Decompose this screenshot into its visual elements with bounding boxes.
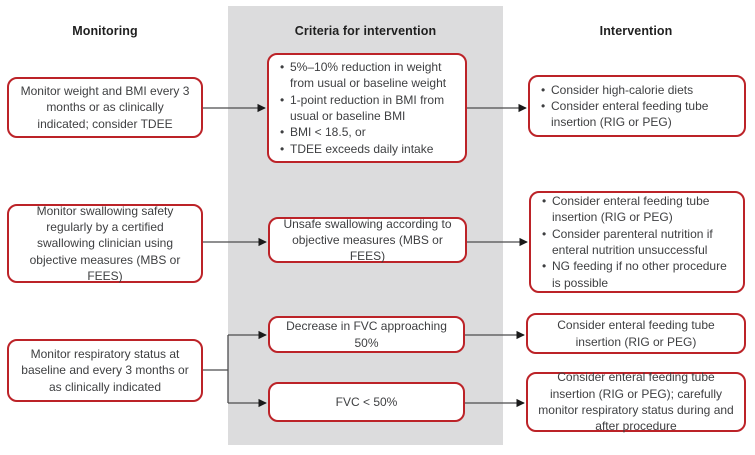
box-criteria-swallowing: Unsafe swallowing according to objective…	[268, 217, 467, 263]
box-text: Unsafe swallowing according to objective…	[283, 216, 452, 264]
box-criteria-fvc-below: FVC < 50%	[268, 382, 465, 422]
column-header-intervention: Intervention	[599, 24, 673, 38]
bullet-list: 5%–10% reduction in weight from usual or…	[277, 59, 457, 157]
box-intervention-fvc-below: Consider enteral feeding tube insertion …	[526, 370, 746, 434]
column-header-criteria: Criteria for intervention	[294, 24, 437, 38]
bullet-item: 5%–10% reduction in weight from usual or…	[277, 59, 457, 92]
box-criteria-nutrition: 5%–10% reduction in weight from usual or…	[267, 53, 467, 163]
box-text: FVC < 50%	[335, 394, 398, 409]
bullet-item: NG feeding if no other procedure is poss…	[539, 258, 735, 291]
box-monitoring-swallowing: Monitor swallowing safety regularly by a…	[7, 204, 203, 283]
box-text: Decrease in FVC approaching 50%	[286, 319, 447, 350]
bullet-item: BMI < 18.5, or	[277, 124, 457, 141]
bullet-item: Consider parenteral nutrition if enteral…	[539, 226, 735, 259]
bullet-list: Consider enteral feeding tube insertion …	[539, 193, 735, 291]
box-monitoring-nutrition: Monitor weight and BMI every 3 months or…	[7, 77, 203, 138]
column-header-monitoring: Monitoring	[72, 24, 138, 38]
box-intervention-fvc-approaching: Consider enteral feeding tube insertion …	[526, 313, 746, 354]
bullet-item: Consider high-calorie diets	[538, 82, 736, 99]
box-text: Monitor respiratory status at baseline a…	[21, 347, 189, 394]
bullet-item: Consider enteral feeding tube insertion …	[538, 98, 736, 131]
box-text: Monitor swallowing safety regularly by a…	[29, 203, 181, 283]
bullet-item: Consider enteral feeding tube insertion …	[539, 193, 735, 226]
box-criteria-fvc-approaching: Decrease in FVC approaching 50%	[268, 316, 465, 353]
bullet-list: Consider high-calorie dietsConsider ente…	[538, 82, 736, 131]
bullet-item: TDEE exceeds daily intake	[277, 141, 457, 158]
box-text: Consider enteral feeding tube insertion …	[557, 318, 715, 349]
box-intervention-nutrition: Consider high-calorie dietsConsider ente…	[528, 75, 746, 137]
bullet-item: 1-point reduction in BMI from usual or b…	[277, 92, 457, 125]
box-intervention-swallowing: Consider enteral feeding tube insertion …	[529, 191, 745, 293]
arrow-respiratory-fork	[203, 335, 229, 403]
box-monitoring-respiratory: Monitor respiratory status at baseline a…	[7, 339, 203, 402]
box-text: Monitor weight and BMI every 3 months or…	[20, 84, 190, 131]
box-text: Consider enteral feeding tube insertion …	[538, 370, 734, 434]
